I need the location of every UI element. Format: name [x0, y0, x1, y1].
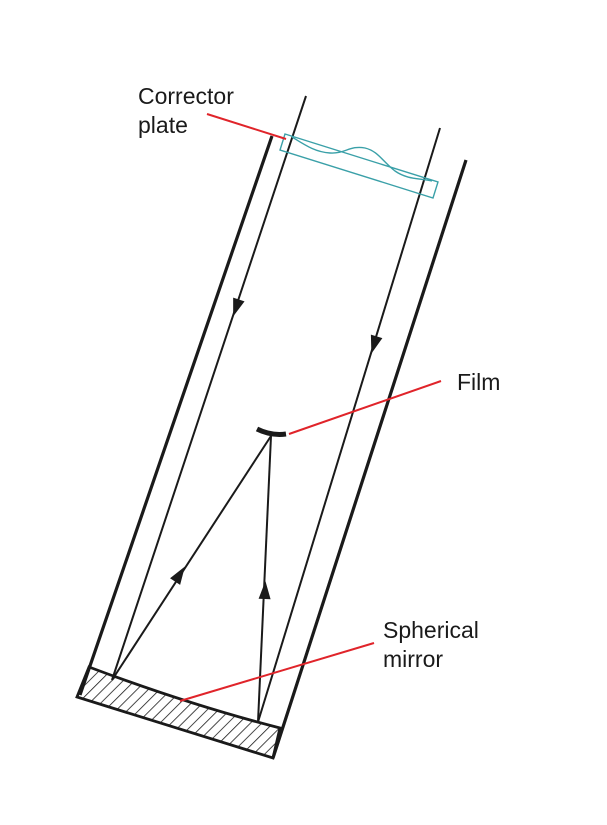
tube-left-wall: [78, 135, 274, 696]
film-label-text: Film: [457, 369, 501, 395]
incoming-ray-right: [257, 127, 441, 723]
arrowhead-reflected-left: [170, 566, 185, 585]
arrowhead-incoming-right: [370, 334, 383, 354]
corrector-plate-label: Corrector plate: [138, 82, 234, 140]
mirror-label-line2: mirror: [383, 646, 444, 672]
film-leader-line: [288, 380, 442, 435]
tube-right-wall: [271, 159, 468, 759]
corrector-label-line2: plate: [138, 112, 188, 138]
mirror-leader-line: [179, 642, 375, 702]
corrector-plate: [279, 133, 439, 199]
film-label: Film: [457, 368, 500, 397]
mirror-label-line1: Spherical: [383, 617, 479, 643]
film: [255, 426, 287, 437]
reflected-ray-right: [257, 435, 272, 723]
arrowhead-incoming-left: [233, 297, 245, 317]
corrector-leader-line: [206, 113, 287, 140]
corrector-label-line1: Corrector: [138, 83, 234, 109]
incoming-ray-left: [111, 95, 307, 681]
corrector-plate-profile: [291, 136, 433, 182]
reflected-ray-left: [111, 435, 272, 681]
spherical-mirror: [75, 665, 282, 760]
arrowhead-reflected-right: [258, 581, 271, 600]
spherical-mirror-label: Spherical mirror: [383, 616, 479, 674]
